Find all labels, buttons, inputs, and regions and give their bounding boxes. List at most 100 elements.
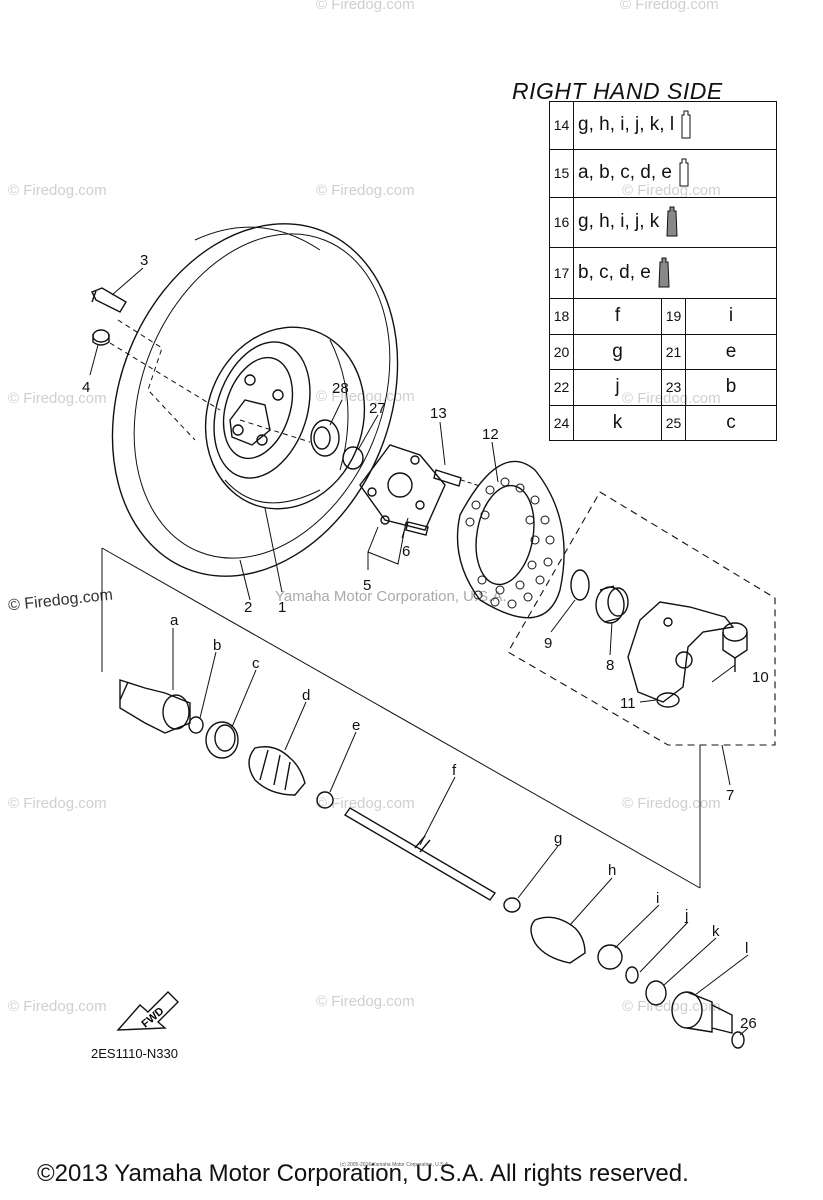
grease-tube-icon — [658, 257, 670, 288]
row-value: b — [684, 369, 778, 406]
callout-j: j — [684, 907, 688, 924]
callout-a: a — [170, 612, 179, 629]
hub — [359, 444, 446, 536]
row-number: 17 — [549, 247, 574, 300]
circlip-b — [188, 716, 204, 734]
row-letters: b, c, d, e — [572, 247, 778, 300]
row-number: 15 — [549, 148, 574, 198]
bearing — [595, 585, 629, 624]
circlip-j — [625, 966, 639, 984]
row-value: c — [684, 404, 778, 442]
cv-joint-outer — [119, 679, 191, 734]
table-row: 15 a, b, c, d, e — [549, 148, 778, 198]
table-row: 14 g, h, i, j, k, l — [549, 101, 778, 150]
callout-7: 7 — [726, 787, 734, 804]
watermark: © Firedog.com — [8, 390, 107, 407]
boot — [248, 746, 306, 796]
boot-band-i — [597, 944, 623, 970]
callout-b: b — [213, 637, 221, 654]
watermark: © Firedog.com — [8, 182, 107, 199]
callout-9: 9 — [544, 635, 552, 652]
callout-11: 11 — [620, 695, 636, 712]
tire — [111, 223, 399, 577]
callout-e: e — [352, 717, 360, 734]
watermark: © Firedog.com — [316, 182, 415, 199]
watermark: © Firedog.com — [316, 795, 415, 812]
callout-6: 6 — [402, 543, 410, 560]
row-number: 23 — [661, 369, 686, 406]
row-value: g — [573, 333, 662, 371]
table-row: 17 b, c, d, e — [549, 247, 778, 300]
diagram-code: 2ES1110-N330 — [91, 1046, 178, 1061]
row-letters: g, h, i, j, k — [572, 196, 778, 249]
small-circlip — [656, 692, 680, 708]
cv-joint-inner — [671, 991, 733, 1034]
copyright-notice: ©2013 Yamaha Motor Corporation, U.S.A. A… — [37, 1160, 689, 1187]
callout-10: 10 — [752, 669, 769, 686]
row-number: 24 — [549, 404, 574, 442]
row-number: 21 — [661, 333, 686, 371]
boot-h — [530, 916, 586, 964]
watermark: © Firedog.com — [316, 0, 415, 13]
row-value: i — [684, 298, 778, 335]
row-number: 18 — [549, 298, 574, 335]
watermark: © Firedog.com — [316, 993, 415, 1010]
callout-d: d — [302, 687, 310, 704]
boot-band-g — [503, 897, 521, 913]
fwd-arrow-icon — [116, 991, 179, 1031]
table-row: 24 k 25 c — [549, 404, 778, 442]
knuckle — [627, 601, 735, 703]
grease-tube-icon — [679, 158, 689, 187]
row-number: 20 — [549, 333, 574, 371]
ball-joint — [722, 622, 748, 672]
boot-band-e — [316, 791, 334, 809]
table-row: 16 g, h, i, j, k — [549, 196, 778, 249]
brake-disc-bolt — [433, 469, 462, 487]
callout-28: 28 — [332, 380, 349, 397]
callout-5: 5 — [363, 577, 371, 594]
row-letters: a, b, c, d, e — [572, 148, 778, 198]
watermark: © Firedog.com — [620, 0, 719, 13]
table-title: RIGHT HAND SIDE — [512, 78, 723, 104]
table-row: 20 g 21 e — [549, 333, 778, 371]
callout-3: 3 — [140, 252, 148, 269]
watermark: © Firedog.com — [622, 998, 721, 1015]
row-value: k — [573, 404, 662, 442]
center-watermark: Yamaha Motor Corporation, U.S.A. — [275, 588, 507, 605]
callout-c: c — [252, 655, 260, 672]
row-number: 14 — [549, 101, 574, 150]
grease-tube-icon — [681, 110, 691, 139]
row-value: e — [684, 333, 778, 371]
small-copyright: (c) 2005-2016 Yamaha Motor Corporation, … — [340, 1162, 450, 1168]
row-number: 22 — [549, 369, 574, 406]
watermark: © Firedog.com — [8, 998, 107, 1015]
row-value: j — [573, 369, 662, 406]
table-row: 22 j 23 b — [549, 369, 778, 406]
row-number: 25 — [661, 404, 686, 442]
collar — [310, 419, 364, 470]
callout-4: 4 — [82, 379, 90, 396]
boot-band — [205, 721, 239, 759]
watermark: © Firedog.com — [622, 795, 721, 812]
row-letters: g, h, i, j, k, l — [572, 101, 778, 150]
brake-disc — [456, 460, 565, 619]
row-number: 19 — [661, 298, 686, 335]
table-row: 18 f 19 i — [549, 298, 778, 335]
callout-8: 8 — [606, 657, 614, 674]
valve-stem — [91, 287, 127, 346]
callout-k: k — [712, 923, 720, 940]
row-value: f — [573, 298, 662, 335]
callout-i: i — [656, 890, 659, 907]
callout-f: f — [452, 762, 457, 779]
callout-g: g — [554, 830, 562, 847]
callout-12: 12 — [482, 426, 499, 443]
watermark: © Firedog.com — [8, 795, 107, 812]
circlip — [570, 569, 590, 601]
callout-2: 2 — [244, 599, 252, 616]
grease-tube-icon — [666, 206, 678, 237]
callout-26: 26 — [740, 1015, 757, 1032]
wheel-rim — [204, 326, 366, 510]
callout-27: 27 — [369, 400, 386, 417]
callout-l: l — [745, 940, 748, 957]
